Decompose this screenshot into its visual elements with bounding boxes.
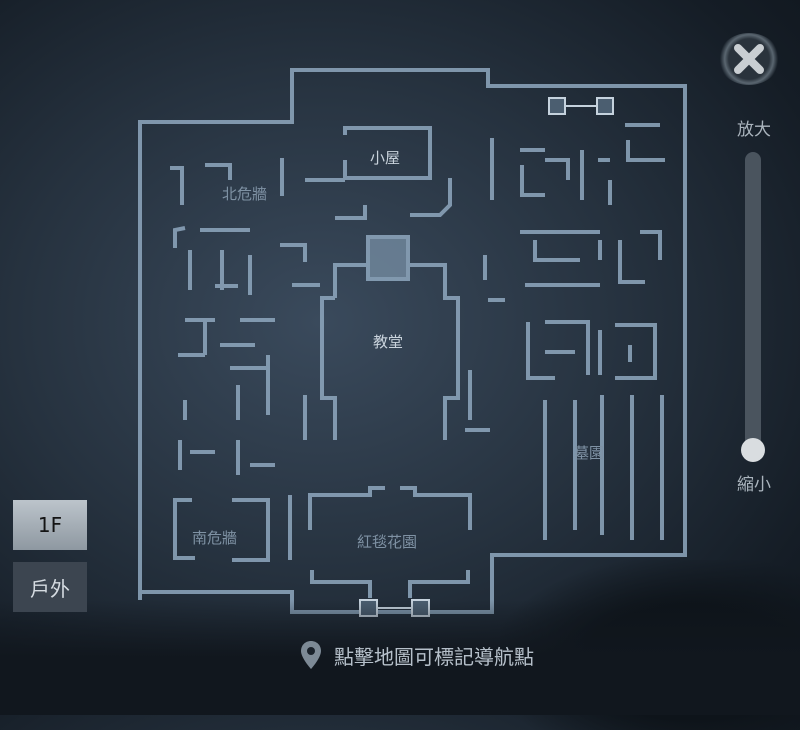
map-pin-icon <box>301 641 321 669</box>
hint-text: 點擊地圖可標記導航點 <box>334 644 534 669</box>
navigation-hint: 點擊地圖可標記導航點 <box>300 640 534 670</box>
floor-tab-1f[interactable]: 1F <box>13 500 87 550</box>
area-label-south-wall: 南危牆 <box>192 529 238 547</box>
map-fog-bottom <box>0 600 800 715</box>
floor-tab-outdoor[interactable]: 戶外 <box>13 562 87 612</box>
zoom-slider-handle[interactable] <box>741 438 765 462</box>
zoom-slider-track[interactable] <box>745 152 761 452</box>
area-label-church: 教堂 <box>373 333 404 351</box>
area-label-north-wall: 北危牆 <box>222 185 268 203</box>
area-label-cemetery: 墓園 <box>574 444 605 462</box>
zoom-in-label[interactable]: 放大 <box>737 120 771 140</box>
map-canvas[interactable] <box>0 0 800 715</box>
zoom-out-label[interactable]: 縮小 <box>737 475 771 495</box>
close-button[interactable] <box>718 33 780 85</box>
area-label-cabin: 小屋 <box>370 149 401 167</box>
area-label-red-carpet-garden: 紅毯花園 <box>357 533 418 551</box>
close-icon <box>734 44 764 74</box>
